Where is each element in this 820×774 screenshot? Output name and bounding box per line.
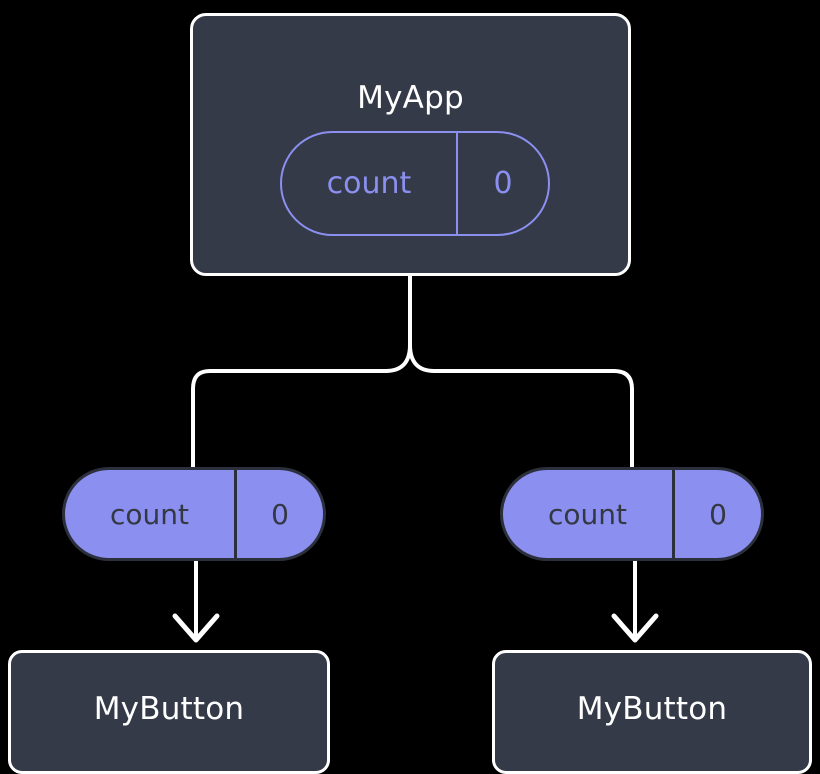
arrow-head-left-icon	[172, 613, 220, 643]
props-pill-left-value: 0	[271, 497, 289, 531]
props-pill-left-key: count	[65, 470, 237, 558]
component-node-mybutton-right[interactable]: MyButton	[492, 650, 812, 774]
component-node-mybutton-left[interactable]: MyButton	[8, 650, 330, 774]
component-title-mybutton-left: MyButton	[93, 691, 245, 727]
state-pill-count[interactable]: count 0	[280, 131, 550, 236]
state-pill-key: count	[282, 133, 458, 234]
props-pill-right-value: 0	[709, 497, 727, 531]
component-title-myapp: MyApp	[357, 80, 464, 116]
arrow-head-right-icon	[611, 613, 659, 643]
state-pill-value: 0	[493, 166, 513, 201]
component-node-myapp[interactable]: MyApp count 0	[190, 13, 631, 276]
branch-to-props-right	[408, 343, 634, 469]
component-title-mybutton-right: MyButton	[576, 691, 728, 727]
branch-to-props-left	[191, 343, 412, 469]
props-pill-left[interactable]: count 0	[62, 467, 326, 561]
props-pill-right-key: count	[503, 470, 675, 558]
props-pill-right[interactable]: count 0	[500, 467, 764, 561]
